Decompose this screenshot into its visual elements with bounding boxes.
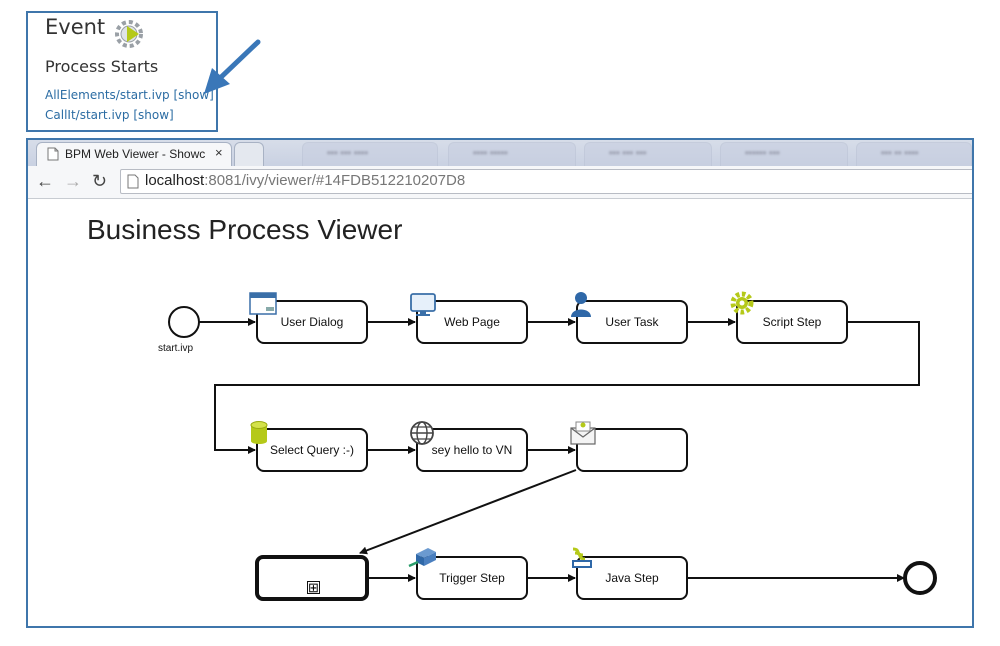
- new-tab-button[interactable]: [234, 142, 264, 166]
- step-label: Script Step: [762, 315, 822, 329]
- page-title: Business Process Viewer: [87, 214, 403, 245]
- step-label: User Dialog: [280, 315, 344, 329]
- tab-blurred-4[interactable]: ▪▪▪▪▪▪ ▪▪▪: [720, 142, 848, 166]
- step-label: User Task: [605, 315, 659, 329]
- step-label: Java Step: [605, 571, 659, 585]
- tab-bar: BPM Web Viewer - Showc × ▪▪▪ ▪▪▪ ▪▪▪▪ ▪▪…: [28, 140, 972, 166]
- tab-blurred-3[interactable]: ▪▪▪ ▪▪▪ ▪▪▪: [584, 142, 712, 166]
- back-button[interactable]: ←: [36, 171, 54, 191]
- tab-bpm-web-viewer[interactable]: BPM Web Viewer - Showc ×: [36, 142, 232, 166]
- process-connectors: [168, 306, 937, 595]
- step-java-step[interactable]: Java Step: [576, 556, 688, 600]
- step-mail[interactable]: [576, 428, 688, 472]
- process-starts-heading: Process Starts: [45, 57, 159, 76]
- start-event-label: start.ivp: [158, 343, 194, 354]
- url-path: :8081/ivy/viewer/#14FDB512210207D8: [204, 172, 466, 189]
- tab-blurred-1[interactable]: ▪▪▪ ▪▪▪ ▪▪▪▪: [302, 142, 438, 166]
- event-panel: Event Process Starts AllElements/start.i…: [26, 11, 218, 132]
- document-icon: [47, 147, 59, 161]
- mail-icon: [570, 421, 596, 445]
- step-sey-hello[interactable]: sey hello to VN: [416, 428, 528, 472]
- subprocess-expand-icon[interactable]: ⊞: [307, 580, 320, 595]
- browser-window: BPM Web Viewer - Showc × ▪▪▪ ▪▪▪ ▪▪▪▪ ▪▪…: [26, 138, 974, 628]
- event-gear-icon: [115, 20, 143, 48]
- start-event: [168, 306, 200, 338]
- step-trigger-step[interactable]: Trigger Step: [416, 556, 528, 600]
- java-icon: [572, 547, 592, 568]
- step-label: Web Page: [444, 315, 500, 329]
- browser-toolbar: ← → ↻ localhost:8081/ivy/viewer/#14FDB51…: [28, 166, 972, 199]
- step-select-query[interactable]: Select Query :-): [256, 428, 368, 472]
- tab-blurred-5[interactable]: ▪▪▪ ▪▪ ▪▪▪▪: [856, 142, 972, 166]
- database-icon: [250, 421, 268, 444]
- page-icon: [127, 174, 139, 189]
- user-task-icon: [571, 292, 591, 317]
- step-label: Trigger Step: [439, 571, 505, 585]
- address-bar[interactable]: localhost:8081/ivy/viewer/#14FDB51221020…: [120, 169, 972, 194]
- globe-icon: [410, 421, 434, 445]
- process-start-link-callit[interactable]: CallIt/start.ivp [show]: [45, 108, 174, 122]
- tab-close-icon[interactable]: ×: [215, 145, 223, 160]
- user-dialog-icon: [249, 292, 277, 315]
- embedded-subprocess[interactable]: ⊞: [255, 555, 369, 601]
- step-user-task[interactable]: User Task: [576, 300, 688, 344]
- step-script-step[interactable]: Script Step: [736, 300, 848, 344]
- pointer-arrow-icon: [204, 39, 261, 94]
- reload-button[interactable]: ↻: [92, 171, 108, 191]
- trigger-icon: [408, 548, 436, 568]
- step-label: sey hello to VN: [431, 443, 513, 457]
- step-label: Select Query :-): [269, 443, 355, 457]
- tab-blurred-2[interactable]: ▪▪▪▪ ▪▪▪▪▪: [448, 142, 576, 166]
- url-host: localhost: [145, 172, 205, 189]
- forward-button[interactable]: →: [64, 171, 82, 191]
- end-event: [903, 561, 937, 595]
- event-title: Event: [45, 15, 106, 39]
- process-start-link-allelements[interactable]: AllElements/start.ivp [show]: [45, 88, 214, 102]
- tab-title: BPM Web Viewer - Showc: [65, 147, 206, 161]
- url-text: localhost:8081/ivy/viewer/#14FDB51221020…: [145, 172, 465, 189]
- gear-icon: [730, 291, 754, 315]
- web-page-icon: [410, 293, 436, 316]
